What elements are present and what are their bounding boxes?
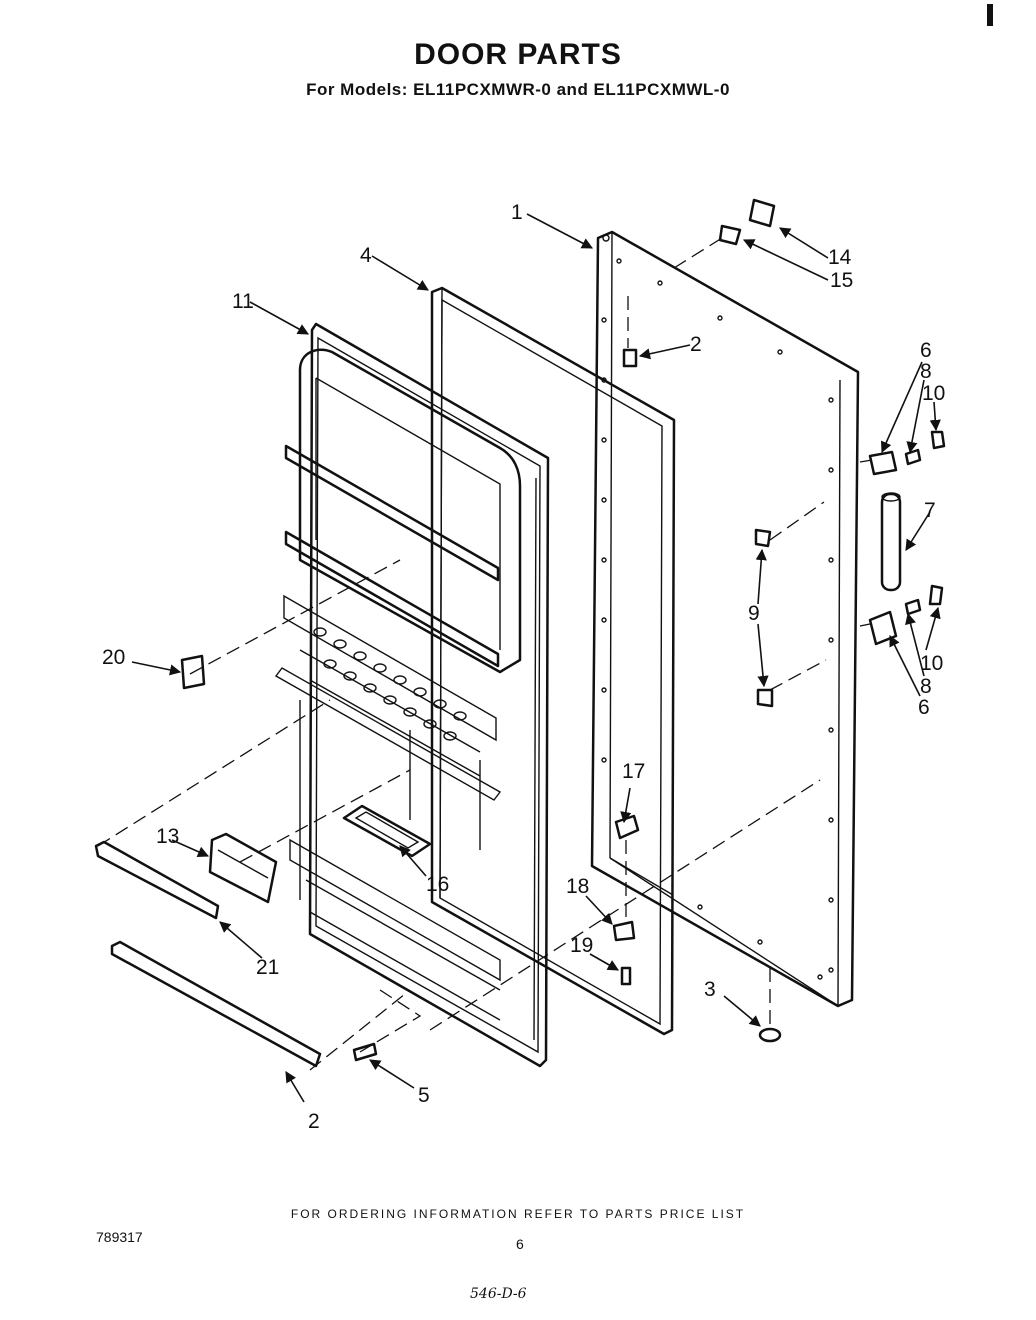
callout-17: 17 (622, 760, 645, 783)
callout-1: 1 (511, 201, 523, 224)
callout-18: 18 (566, 875, 589, 898)
alignment-lines (97, 237, 873, 1071)
callout-2-bottom: 2 (308, 1110, 320, 1133)
callout-7: 7 (924, 499, 936, 522)
callout-19: 19 (570, 934, 593, 957)
handwritten-note: 546-D-6 (470, 1286, 527, 1302)
cover (208, 832, 278, 904)
callout-9: 9 (748, 602, 760, 625)
outer-door-panel (590, 230, 860, 1008)
callout-21: 21 (256, 956, 279, 979)
callout-2-top: 2 (690, 333, 702, 356)
callout-16: 16 (426, 873, 449, 896)
ordering-note: FOR ORDERING INFORMATION REFER TO PARTS … (290, 1207, 746, 1221)
callout-10-top: 10 (922, 382, 945, 405)
shelf-bar (94, 840, 220, 920)
small-tray (342, 804, 432, 858)
callout-3: 3 (704, 978, 716, 1001)
callout-11: 11 (232, 290, 254, 313)
callout-13: 13 (156, 825, 179, 848)
door-handle (880, 492, 902, 592)
inner-door-liner (274, 322, 550, 1068)
corner-mark (987, 4, 993, 26)
callout-8-top: 8 (920, 360, 932, 383)
callout-14: 14 (828, 246, 852, 269)
door-gasket (430, 286, 676, 1036)
leader-lines (131, 213, 941, 1103)
document-number: 789317 (96, 1229, 143, 1245)
callout-4: 4 (360, 244, 372, 267)
callout-15: 15 (830, 269, 853, 292)
callout-5: 5 (418, 1084, 430, 1107)
bottom-bar (110, 940, 322, 1068)
hardware-parts (180, 198, 946, 1062)
page-number: 6 (516, 1236, 524, 1252)
page-subtitle: For Models: EL11PCXMWR-0 and EL11PCXMWL-… (306, 80, 730, 99)
callout-6-bottom: 6 (918, 696, 930, 719)
callout-8-bottom: 8 (920, 675, 932, 698)
page-title: DOOR PARTS (414, 38, 622, 71)
callout-10-bottom: 10 (920, 652, 943, 675)
callout-20: 20 (102, 646, 125, 669)
callout-6-top: 6 (920, 339, 932, 362)
